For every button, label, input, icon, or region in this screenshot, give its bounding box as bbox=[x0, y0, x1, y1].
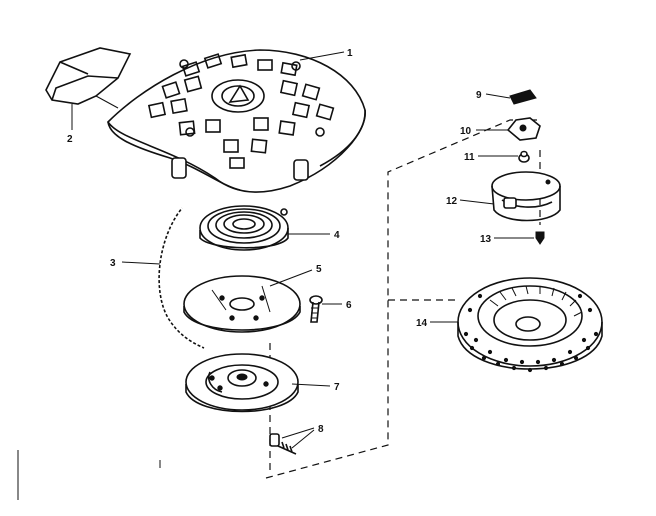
callout-6: 6 bbox=[322, 300, 352, 311]
spring-part bbox=[199, 205, 289, 251]
handle-part bbox=[45, 47, 132, 109]
screen-perforations bbox=[463, 293, 599, 373]
callout-10: 10 bbox=[460, 126, 508, 137]
callout-8: 8 bbox=[281, 424, 324, 449]
callout-5: 5 bbox=[269, 264, 322, 287]
clip-part bbox=[509, 89, 537, 105]
spring-plate-part bbox=[183, 275, 301, 333]
callout-labels: 1 2 3 4 5 6 7 8 bbox=[67, 48, 534, 449]
callout-12-label: 12 bbox=[446, 196, 458, 207]
screen-part bbox=[457, 277, 603, 373]
callout-4-label: 4 bbox=[334, 230, 340, 241]
fastener-part bbox=[535, 231, 545, 245]
callout-14-label: 14 bbox=[416, 318, 428, 329]
scan-artifacts bbox=[17, 450, 161, 500]
callout-11: 11 bbox=[464, 152, 518, 163]
starter-cup-part bbox=[491, 171, 561, 222]
screw-part bbox=[309, 295, 323, 323]
callout-6-label: 6 bbox=[346, 300, 352, 311]
washer-part bbox=[518, 150, 530, 163]
housing-grille bbox=[147, 53, 335, 169]
rope-part bbox=[156, 206, 205, 351]
callout-2-label: 2 bbox=[67, 134, 73, 145]
callout-9: 9 bbox=[476, 90, 511, 101]
callout-2: 2 bbox=[67, 104, 73, 145]
callout-3-label: 3 bbox=[110, 258, 116, 269]
callout-7: 7 bbox=[291, 382, 340, 393]
pulley-part bbox=[185, 353, 299, 413]
pawl-and-spring-part bbox=[269, 433, 297, 455]
retainer-part bbox=[506, 117, 541, 141]
callout-1: 1 bbox=[299, 48, 353, 61]
callout-14: 14 bbox=[416, 318, 458, 329]
callout-8-label: 8 bbox=[318, 424, 324, 435]
callout-13: 13 bbox=[480, 234, 534, 245]
callout-13-label: 13 bbox=[480, 234, 492, 245]
callout-4: 4 bbox=[288, 230, 340, 241]
callout-11-label: 11 bbox=[464, 152, 475, 163]
callout-7-label: 7 bbox=[334, 382, 340, 393]
callout-3: 3 bbox=[110, 258, 161, 269]
housing-part bbox=[106, 49, 366, 193]
callout-10-label: 10 bbox=[460, 126, 472, 137]
callout-1-label: 1 bbox=[347, 48, 353, 59]
callout-9-label: 9 bbox=[476, 90, 482, 101]
callout-12: 12 bbox=[446, 196, 495, 207]
housing-center-hub bbox=[211, 79, 265, 113]
screen-fins bbox=[489, 285, 583, 317]
callout-5-label: 5 bbox=[316, 264, 322, 275]
